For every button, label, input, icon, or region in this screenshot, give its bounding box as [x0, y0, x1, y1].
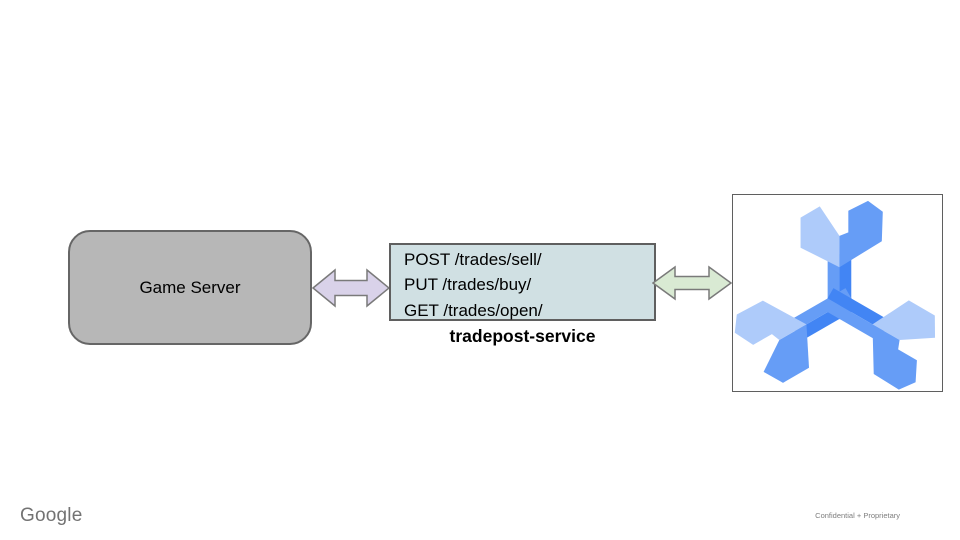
- database-node: [732, 194, 943, 392]
- endpoint-line: PUT /trades/buy/: [404, 275, 532, 295]
- endpoint-line: POST /trades/sell/: [404, 250, 542, 269]
- tradepost-service-name: tradepost-service: [449, 326, 596, 346]
- game-server-label: Game Server: [139, 277, 241, 297]
- game-server-node: Game Server: [68, 230, 312, 345]
- confidential-note: Confidential + Proprietary: [815, 511, 900, 520]
- game-to-tradepost-arrow: [312, 268, 390, 308]
- google-logo: Google: [20, 505, 83, 526]
- tradepost-to-spanner-arrow: [652, 265, 733, 301]
- double-arrow-icon: [652, 265, 733, 301]
- endpoint-line: GET /trades/open/: [404, 300, 543, 320]
- cloud-spanner-icon: [734, 200, 936, 390]
- double-arrow-icon: [312, 268, 390, 308]
- tradepost-service-node: POST /trades/sell/ PUT /trades/buy/ GET …: [389, 243, 656, 321]
